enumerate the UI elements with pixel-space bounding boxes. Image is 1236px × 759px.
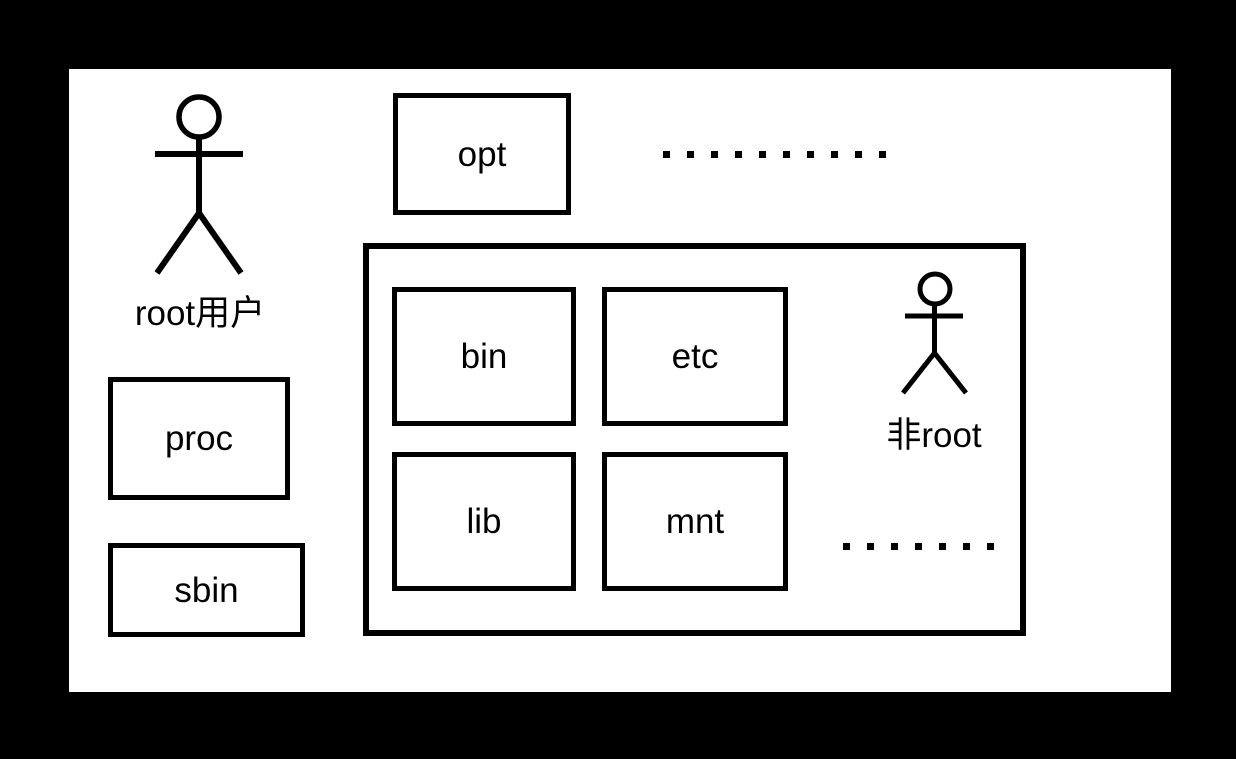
box-bin: bin <box>392 287 576 426</box>
box-etc: etc <box>602 287 788 426</box>
square-dot <box>711 151 718 158</box>
box-lib-label: lib <box>466 502 502 541</box>
square-dot <box>759 151 766 158</box>
nonroot-user-person-icon <box>901 271 968 395</box>
nonroot-user-label: 非root <box>886 416 982 455</box>
square-dot <box>807 151 814 158</box>
root-user-label: root用户 <box>134 294 266 333</box>
square-dot <box>843 543 850 550</box>
box-opt: opt <box>393 93 571 215</box>
ellipsis-dots-top <box>663 151 886 158</box>
square-dot <box>783 151 790 158</box>
square-dot <box>963 543 970 550</box>
box-etc-label: etc <box>671 337 719 376</box>
box-sbin: sbin <box>108 543 305 637</box>
box-proc: proc <box>108 377 290 500</box>
square-dot <box>831 151 838 158</box>
box-opt-label: opt <box>457 134 507 174</box>
box-sbin-label: sbin <box>174 570 239 610</box>
square-dot <box>915 543 922 550</box>
square-dot <box>867 543 874 550</box>
box-bin-label: bin <box>460 337 508 376</box>
box-proc-label: proc <box>164 419 234 458</box>
square-dot <box>855 151 862 158</box>
root-user-person-icon <box>154 94 244 275</box>
square-dot <box>987 543 994 550</box>
box-mnt-label: mnt <box>665 502 725 541</box>
square-dot <box>939 543 946 550</box>
square-dot <box>663 151 670 158</box>
box-lib: lib <box>392 452 576 591</box>
ellipsis-dots-container <box>843 543 994 550</box>
box-mnt: mnt <box>602 452 788 591</box>
square-dot <box>735 151 742 158</box>
square-dot <box>879 151 886 158</box>
square-dot <box>687 151 694 158</box>
square-dot <box>891 543 898 550</box>
